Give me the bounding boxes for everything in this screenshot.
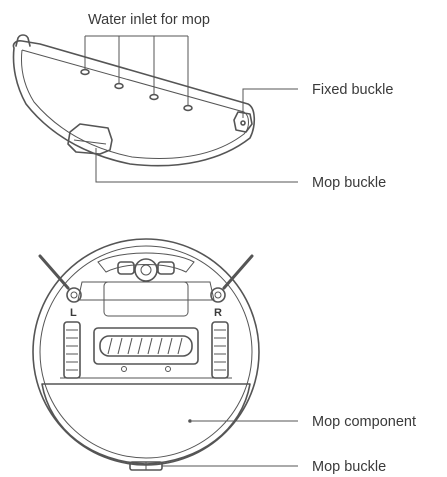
fixed-buckle-hole <box>240 120 246 126</box>
left-marker: L <box>70 307 77 319</box>
mop-buckle-part-detail <box>73 139 107 145</box>
front-bumper-detail <box>97 252 195 273</box>
right-wheel-bolt <box>210 287 226 303</box>
label-mop-component: Mop component <box>312 414 416 430</box>
front-sensor-right <box>157 261 175 275</box>
right-wheel-bolt-inner <box>214 291 222 299</box>
mop-component-plate <box>41 383 251 465</box>
mop-plate-rim <box>21 49 249 159</box>
mop-plate-illustration <box>12 34 256 167</box>
label-mop-buckle-bottom: Mop buckle <box>312 459 386 475</box>
water-inlet-hole-3 <box>149 93 159 101</box>
fixed-buckle-part <box>233 111 253 133</box>
bottom-leader-lines <box>162 420 298 467</box>
left-wheel-tread <box>66 329 78 371</box>
chassis-frame <box>77 281 215 301</box>
top-leader-lines <box>84 35 298 183</box>
caster-wheel-housing <box>134 258 158 282</box>
robot-inner-shell <box>39 245 253 459</box>
left-wheel-bolt <box>66 287 82 303</box>
water-inlet-hole-1 <box>80 68 90 76</box>
caster-wheel-inner <box>140 264 152 276</box>
mop-component-pointer-dot <box>188 419 192 423</box>
roller-bristles <box>107 337 183 355</box>
water-inlet-hole-4 <box>183 104 193 112</box>
battery-cover <box>103 281 189 317</box>
left-side-brush <box>38 254 70 290</box>
mop-plate-left-tab <box>15 34 31 47</box>
brush-clip-left <box>121 366 127 372</box>
robot-underside-illustration: L R <box>32 238 260 471</box>
mop-plate-outline <box>12 40 256 167</box>
right-wheel-tread <box>214 329 226 371</box>
front-sensor-left <box>117 261 135 275</box>
brush-clip-right <box>165 366 171 372</box>
water-inlet-hole-2 <box>114 82 124 90</box>
label-fixed-buckle: Fixed buckle <box>312 82 393 98</box>
left-wheel-bolt-inner <box>70 291 78 299</box>
mop-buckle-part-top <box>67 123 113 155</box>
main-brush-frame <box>93 327 199 365</box>
right-marker: R <box>214 307 222 319</box>
right-side-brush <box>222 254 254 290</box>
main-roller-brush <box>99 335 193 357</box>
label-mop-buckle-top: Mop buckle <box>312 175 386 191</box>
label-water-inlet: Water inlet for mop <box>88 12 210 28</box>
